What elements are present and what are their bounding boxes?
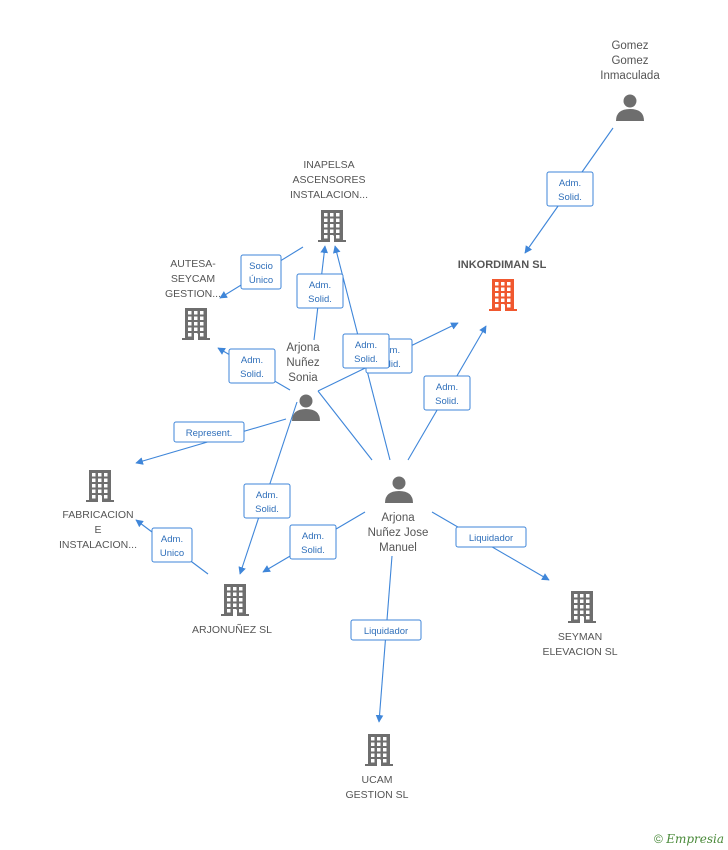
edge-label-text: Solid. <box>255 504 279 515</box>
node-label: AUTESA- <box>170 258 216 270</box>
node-label: Sonia <box>288 372 318 384</box>
edge-label-text: Solid. <box>354 354 378 365</box>
edge-label-text: Único <box>249 275 273 286</box>
building-icon <box>86 470 114 502</box>
edge-label-text: Liquidador <box>364 626 408 637</box>
edge-label-text: Adm. <box>559 178 581 189</box>
node-label: Nuñez Jose <box>368 527 429 539</box>
edge-label-sonia-fabricacion[interactable]: Represent. <box>173 421 245 443</box>
node-label: SEYMAN <box>558 631 602 643</box>
node-fabricacion[interactable]: FABRICACION E INSTALACION... <box>59 470 137 551</box>
edge-label-text: Adm. <box>241 355 263 366</box>
node-label: INSTALACION... <box>290 189 368 201</box>
edge-label-text: Represent. <box>186 428 232 439</box>
edge-label-text: Adm. <box>436 382 458 393</box>
edge-label-text: Liquidador <box>469 533 513 544</box>
edge-label-text: Solid. <box>301 545 325 556</box>
node-label: Arjona <box>381 512 415 524</box>
edge-label-text: Adm. <box>161 534 183 545</box>
edge-label-text: Unico <box>160 548 184 559</box>
building-icon <box>182 308 210 340</box>
footer-credit[interactable]: © Empresia <box>654 832 724 846</box>
edge-label-josemanuel-inapelsa[interactable]: Adm. Solid. <box>342 333 390 369</box>
edge-label-sonia-inapelsa[interactable]: Adm. Solid. <box>296 273 344 309</box>
node-label: FABRICACION <box>62 509 133 521</box>
node-inapelsa[interactable]: INAPELSA ASCENSORES INSTALACION... <box>290 159 368 242</box>
node-label: SEYCAM <box>171 273 215 285</box>
edge-label-sonia-arjonunez[interactable]: Adm. Solid. <box>243 483 291 519</box>
node-label: INSTALACION... <box>59 539 137 551</box>
node-autesa[interactable]: AUTESA- SEYCAM GESTION... <box>165 258 221 340</box>
person-icon <box>616 94 644 121</box>
node-seyman[interactable]: SEYMAN ELEVACION SL <box>542 591 618 658</box>
edge-label-arjonunez-fabricacion[interactable]: Adm. Unico <box>151 527 193 563</box>
node-label: UCAM <box>362 774 393 786</box>
edge-label-josemanuel-inkordiman[interactable]: Adm. Solid. <box>423 375 471 411</box>
edge-label-text: Adm. <box>309 280 331 291</box>
edge-label-text: Solid. <box>308 294 332 305</box>
building-icon <box>221 584 249 616</box>
building-icon <box>318 210 346 242</box>
node-label: INKORDIMAN SL <box>458 259 547 271</box>
nodes-layer: GomezGomezInmaculadaINAPELSAASCENSORESIN… <box>59 40 660 801</box>
node-ucam[interactable]: UCAM GESTION SL <box>345 734 409 801</box>
building-icon <box>365 734 393 766</box>
node-label: GESTION SL <box>345 789 408 801</box>
node-label: ARJONUÑEZ SL <box>192 623 272 636</box>
edge-label-josemanuel-ucam[interactable]: Liquidador <box>350 619 422 641</box>
edge-label-josemanuel-arjonunez[interactable]: Adm. Solid. <box>289 524 337 560</box>
edge-label-text: Adm. <box>256 490 278 501</box>
person-icon <box>292 394 320 421</box>
node-label: Arjona <box>286 342 320 354</box>
node-label: E <box>94 524 101 536</box>
copyright-icon: © <box>654 832 663 846</box>
node-label: ASCENSORES <box>293 174 366 186</box>
edge-label-sonia-autesa[interactable]: Adm. Solid. <box>228 348 276 384</box>
node-label: GESTION... <box>165 288 221 300</box>
node-label: Nuñez <box>286 357 319 369</box>
node-label: Inmaculada <box>600 70 660 82</box>
node-label: Gomez <box>611 40 648 52</box>
edge-label-text: Solid. <box>435 396 459 407</box>
edge-label-gomez-inkordiman[interactable]: Adm. Solid. <box>546 171 594 207</box>
edge-label-text: Solid. <box>240 369 264 380</box>
edge-label-text: Adm. <box>355 340 377 351</box>
building-icon <box>568 591 596 623</box>
node-label: INAPELSA <box>303 159 354 171</box>
node-inkordiman[interactable]: INKORDIMAN SL <box>458 259 547 311</box>
node-arjonunez[interactable]: ARJONUÑEZ SL <box>192 584 272 636</box>
person-icon <box>385 476 413 503</box>
edge-label-josemanuel-seyman[interactable]: Liquidador <box>455 526 527 548</box>
brand-logo-text: Empresia <box>666 832 724 846</box>
building-icon <box>489 279 517 311</box>
node-label: ELEVACION SL <box>542 646 617 658</box>
node-label: Gomez <box>611 55 648 67</box>
edge-label-text: Adm. <box>302 531 324 542</box>
edge-label-text: Solid. <box>558 192 582 203</box>
edge-label-text: Socio <box>249 261 273 272</box>
node-label: Manuel <box>379 542 417 554</box>
